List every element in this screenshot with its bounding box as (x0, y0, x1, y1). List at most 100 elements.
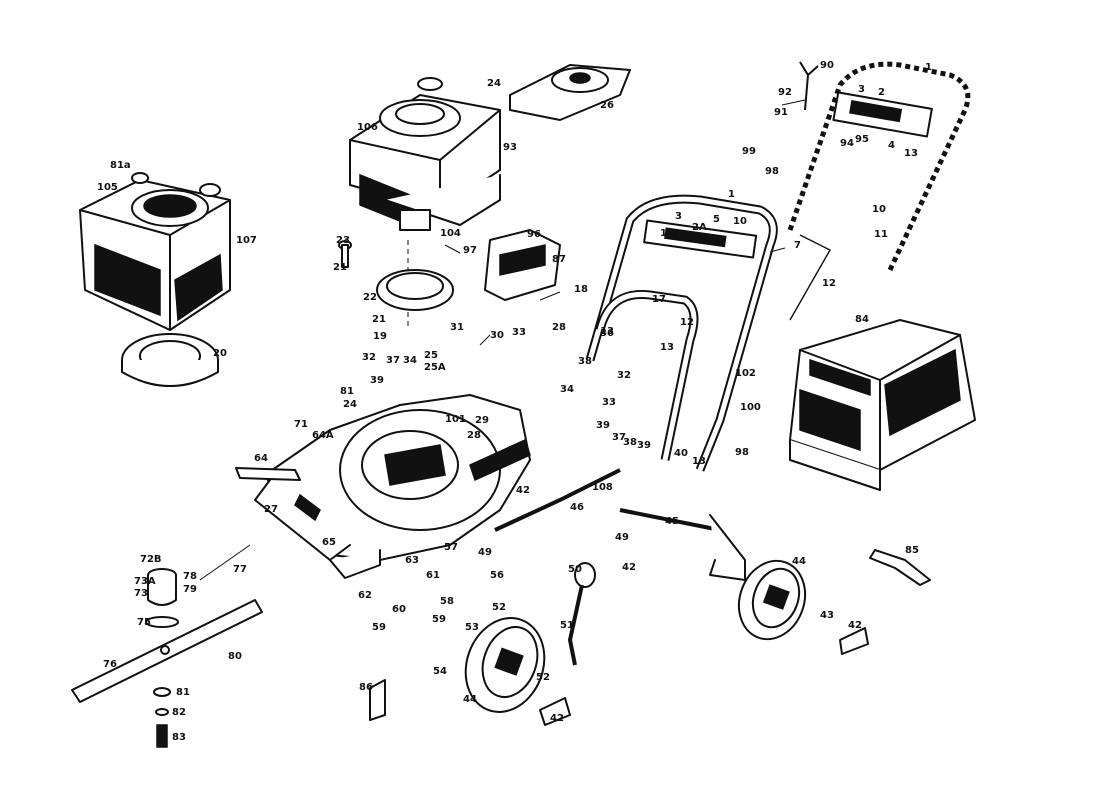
lower-handle-17 (585, 194, 778, 472)
label-1b: 1 (925, 62, 932, 73)
label-45: 45 (665, 516, 679, 527)
label-36: 36 (600, 328, 614, 339)
label-90: 90 (820, 60, 834, 71)
label-34: 34 (403, 355, 417, 366)
label-25a: 25A (424, 362, 446, 373)
part-labels: 81a 105 107 20 24 26 106 93 23 21 104 97… (97, 60, 932, 743)
axle-45 (619, 508, 746, 581)
blade-76 (71, 599, 263, 703)
label-59b: 59 (372, 622, 386, 633)
label-10: 10 (733, 216, 747, 227)
label-42c: 42 (550, 713, 564, 724)
label-64: 64 (254, 453, 268, 464)
label-47: 42 (516, 485, 530, 496)
label-30: 30 (490, 330, 504, 341)
label-34b: 34 (560, 384, 574, 395)
label-93: 93 (503, 142, 517, 153)
label-65: 65 (322, 537, 336, 548)
leader-lines (199, 99, 806, 581)
label-101: 101 (445, 414, 466, 425)
control-lever-90 (799, 61, 819, 111)
label-84: 84 (855, 314, 869, 325)
label-3: 3 (675, 211, 682, 222)
label-16: 13 (660, 342, 674, 353)
engine-main (349, 77, 501, 231)
label-11b: 11 (874, 229, 888, 240)
label-22: 22 (363, 292, 377, 303)
label-54: 54 (433, 666, 447, 677)
label-20: 20 (213, 348, 227, 359)
fuel-ring-22 (376, 269, 454, 311)
label-11: 11 (660, 228, 674, 239)
label-81: 81 (340, 386, 354, 397)
label-40: 40 (674, 448, 688, 459)
label-33b: 33 (602, 397, 616, 408)
label-33: 33 (512, 327, 526, 338)
label-46: 46 (570, 502, 584, 513)
label-44a: 44 (463, 694, 477, 705)
label-79: 79 (183, 584, 197, 595)
label-81b: 81 (176, 687, 190, 698)
height-lever-51 (567, 562, 596, 666)
label-48: 42 (622, 562, 636, 573)
label-91: 91 (774, 107, 788, 118)
label-55: 52 (492, 602, 506, 613)
label-38: 38 (578, 356, 592, 367)
label-10b: 10 (872, 204, 886, 215)
label-50: 50 (568, 564, 582, 575)
label-39b: 39 (596, 420, 610, 431)
label-100: 100 (740, 402, 761, 413)
label-72b: 72B (140, 554, 162, 565)
label-85: 85 (905, 545, 919, 556)
label-98: 98 (735, 447, 749, 458)
deck-bracket-64 (235, 467, 301, 481)
label-28b: 28 (467, 430, 481, 441)
label-1: 1 (728, 189, 735, 200)
label-23: 23 (336, 235, 350, 246)
label-94: 94 (840, 138, 854, 149)
label-3b: 3 (858, 84, 865, 95)
label-96: 96 (527, 229, 541, 240)
label-15: 12 (680, 317, 694, 328)
blade-bolt-83 (153, 687, 171, 748)
label-43: 43 (820, 610, 834, 621)
engine-ring-20 (121, 333, 219, 387)
label-39c: 39 (637, 440, 651, 451)
label-14: 13 (600, 326, 614, 337)
label-25: 25 (424, 350, 438, 361)
label-32a: 32 (362, 352, 376, 363)
wheel-front-44 (464, 617, 546, 713)
upper-handle-1 (787, 61, 971, 321)
label-21: 21 (333, 262, 347, 273)
label-71: 71 (294, 419, 308, 430)
label-78: 78 (183, 571, 197, 582)
bag-frame-86 (484, 229, 561, 301)
label-49: 49 (478, 547, 492, 558)
label-37b: 37 (612, 432, 626, 443)
label-27: 27 (264, 504, 278, 515)
grass-catcher-84 (789, 319, 976, 491)
label-31: 31 (450, 322, 464, 333)
label-42b: 42 (848, 620, 862, 631)
label-32b: 32 (617, 370, 631, 381)
label-52: 52 (536, 672, 550, 683)
label-2: 2 (878, 87, 885, 98)
label-87: 87 (552, 254, 566, 265)
label-38b: 38 (623, 437, 637, 448)
label-56: 56 (490, 570, 504, 581)
bracket-42 (839, 627, 869, 655)
label-86: 86 (359, 682, 373, 693)
mower-deck (254, 394, 531, 579)
label-73a: 73A (134, 576, 156, 587)
label-13b: 13 (692, 456, 706, 467)
label-13: 13 (904, 148, 918, 159)
label-51: 51 (560, 620, 574, 631)
label-61: 61 (426, 570, 440, 581)
label-98b: 98 (765, 166, 779, 177)
label-12: 12 (822, 278, 836, 289)
label-4: 4 (888, 140, 895, 151)
label-49b: 49 (615, 532, 629, 543)
label-73: 73 (134, 588, 148, 599)
label-7: 7 (794, 240, 801, 251)
